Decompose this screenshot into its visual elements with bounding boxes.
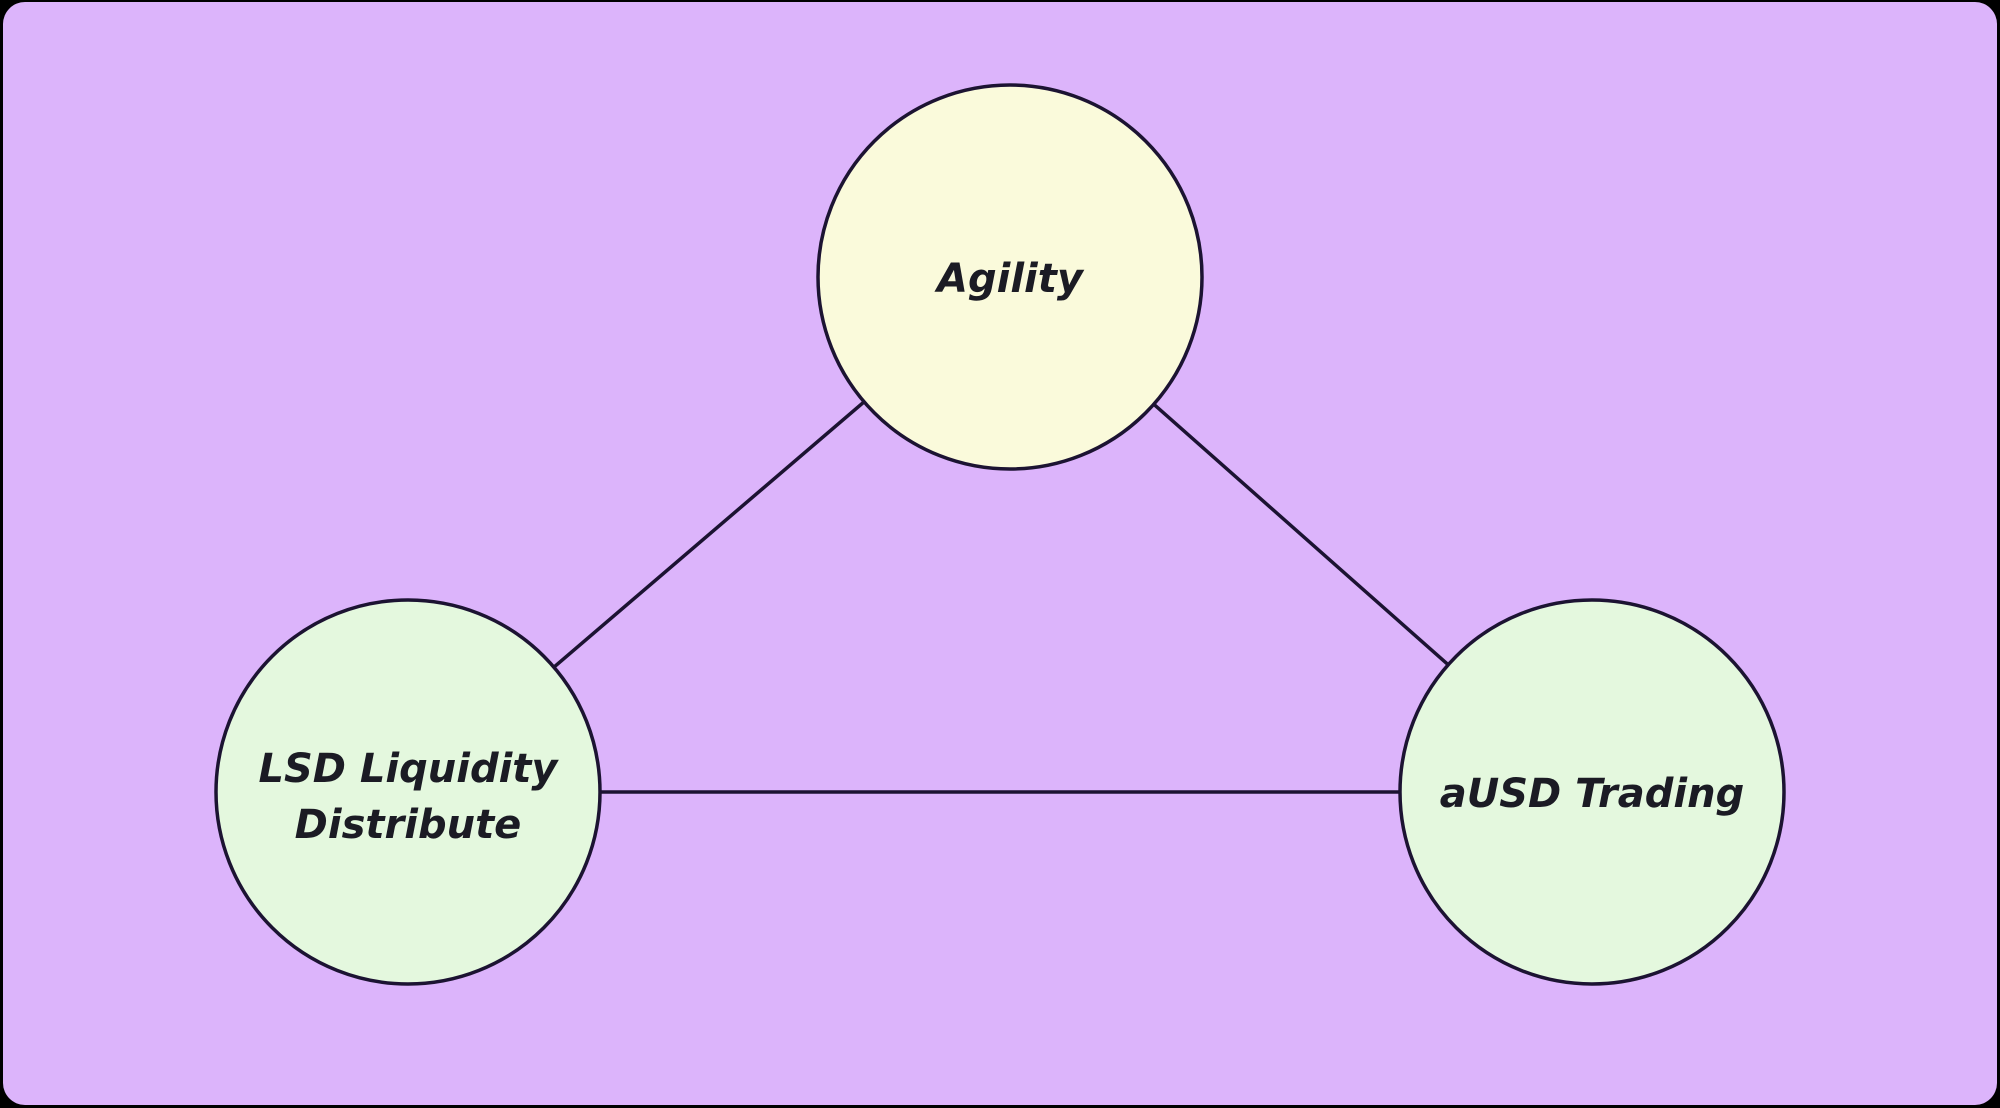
ausd-trading-label: aUSD Trading (1440, 771, 1744, 817)
lsd-liquidity-distribute-circle (214, 598, 602, 986)
agility-label: Agility (934, 256, 1085, 302)
lsd-liquidity-distribute-label-line2: Distribute (295, 802, 522, 848)
lsd-liquidity-distribute-label-line1: LSD Liquidity (259, 746, 560, 792)
node-ausd-trading: aUSD Trading (1398, 598, 1786, 986)
agility-circle (816, 83, 1204, 471)
ausd-trading-circle (1398, 598, 1786, 986)
node-agility: Agility (816, 83, 1204, 471)
